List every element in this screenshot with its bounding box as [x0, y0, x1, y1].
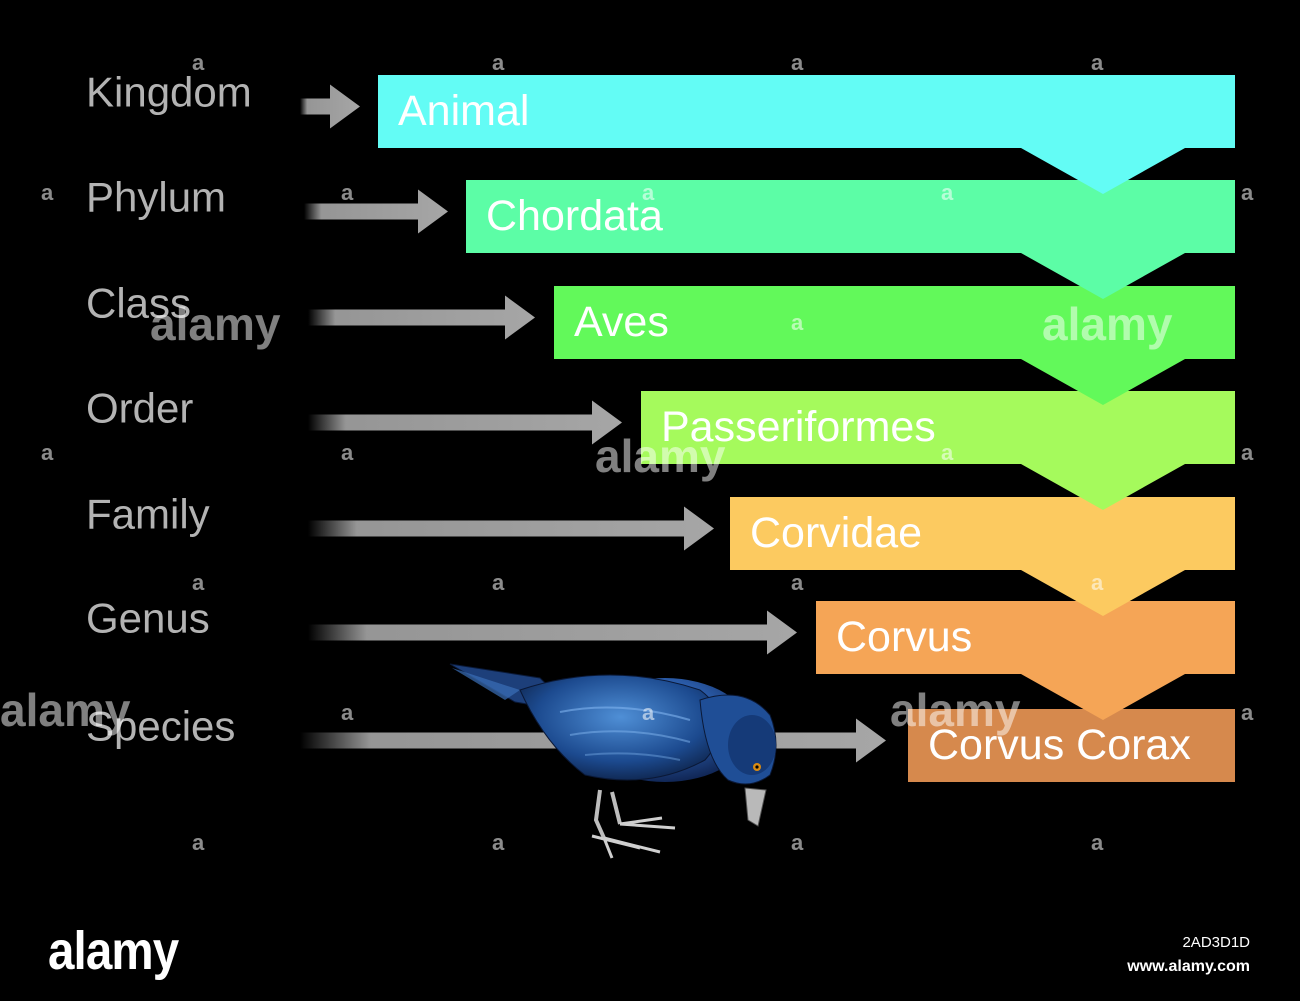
taxon-name-class: Aves [574, 298, 669, 346]
taxon-band-family [730, 497, 1235, 616]
watermark-mark: a [492, 830, 505, 855]
raven-illustration [449, 663, 777, 859]
watermark-mark: a [1241, 700, 1254, 725]
watermark-mark: a [642, 700, 655, 725]
watermark-mark: a [1241, 440, 1254, 465]
watermark-mark: a [341, 700, 354, 725]
rank-arrow-phylum [304, 189, 448, 234]
watermark-mark: a [1091, 830, 1104, 855]
rank-label-order: Order [86, 385, 193, 432]
watermark-mark: a [1091, 570, 1104, 595]
watermark-mark: a [192, 830, 205, 855]
alamy-logo: alamy [48, 921, 179, 981]
watermark-mark: a [492, 50, 505, 75]
taxon-band-class [554, 286, 1235, 405]
watermark-mark: a [791, 50, 804, 75]
rank-label-family: Family [86, 491, 210, 538]
site-url-label: www.alamy.com [1127, 958, 1250, 975]
taxon-band-species [908, 709, 1235, 782]
watermark-mark: a [642, 180, 655, 205]
rank-label-phylum: Phylum [86, 174, 226, 221]
image-id-label: 2AD3D1D [1182, 934, 1250, 951]
watermark-mark: a [41, 440, 54, 465]
watermark-mark: a [192, 570, 205, 595]
watermark-layer: a a a a a a a a a a a a a a a a a a a a a a a a a alamy alamy alamy… [0, 50, 1254, 855]
taxon-name-kingdom: Animal [398, 87, 529, 135]
watermark-mark: a [341, 440, 354, 465]
watermark-mark: a [1241, 180, 1254, 205]
watermark-mark: a [791, 830, 804, 855]
rank-arrow-order [308, 400, 622, 445]
taxon-name-species: Corvus Corax [928, 721, 1191, 769]
watermark-mark: a [492, 570, 505, 595]
watermark-mark: a [41, 180, 54, 205]
watermark-word: alamy [150, 298, 281, 350]
rank-arrow-family [308, 506, 714, 551]
rank-label-genus: Genus [86, 595, 210, 642]
watermark-word: alamy [1042, 298, 1173, 350]
taxon-name-phylum: Chordata [486, 192, 663, 240]
rank-label-class: Class [86, 280, 191, 327]
rank-label-species: Species [86, 703, 235, 750]
taxon-name-order: Passeriformes [661, 403, 936, 451]
taxon-bands: Corvus Corax Corvus Corvidae Passeriformes A… [378, 75, 1235, 782]
rank-arrow-class [308, 295, 535, 340]
taxon-band-genus [816, 601, 1235, 720]
taxon-band-kingdom [378, 75, 1235, 194]
watermark-mark: a [941, 440, 954, 465]
taxon-name-family: Corvidae [750, 509, 922, 557]
rank-arrow-genus [308, 610, 797, 655]
rank-arrow-kingdom [300, 84, 360, 129]
rank-label-kingdom: Kingdom [86, 69, 252, 116]
watermark-word: alamy [890, 684, 1021, 736]
taxon-band-phylum [466, 180, 1235, 299]
watermark-word: alamy [595, 430, 726, 482]
watermark-mark: a [341, 180, 354, 205]
watermark-mark: a [791, 310, 804, 335]
watermark-word: alamy [0, 684, 131, 736]
watermark-mark: a [1091, 50, 1104, 75]
watermark-mark: a [192, 50, 205, 75]
taxon-band-order [641, 391, 1235, 510]
watermark-mark: a [791, 570, 804, 595]
watermark-mark: a [941, 180, 954, 205]
taxon-name-genus: Corvus [836, 613, 972, 661]
